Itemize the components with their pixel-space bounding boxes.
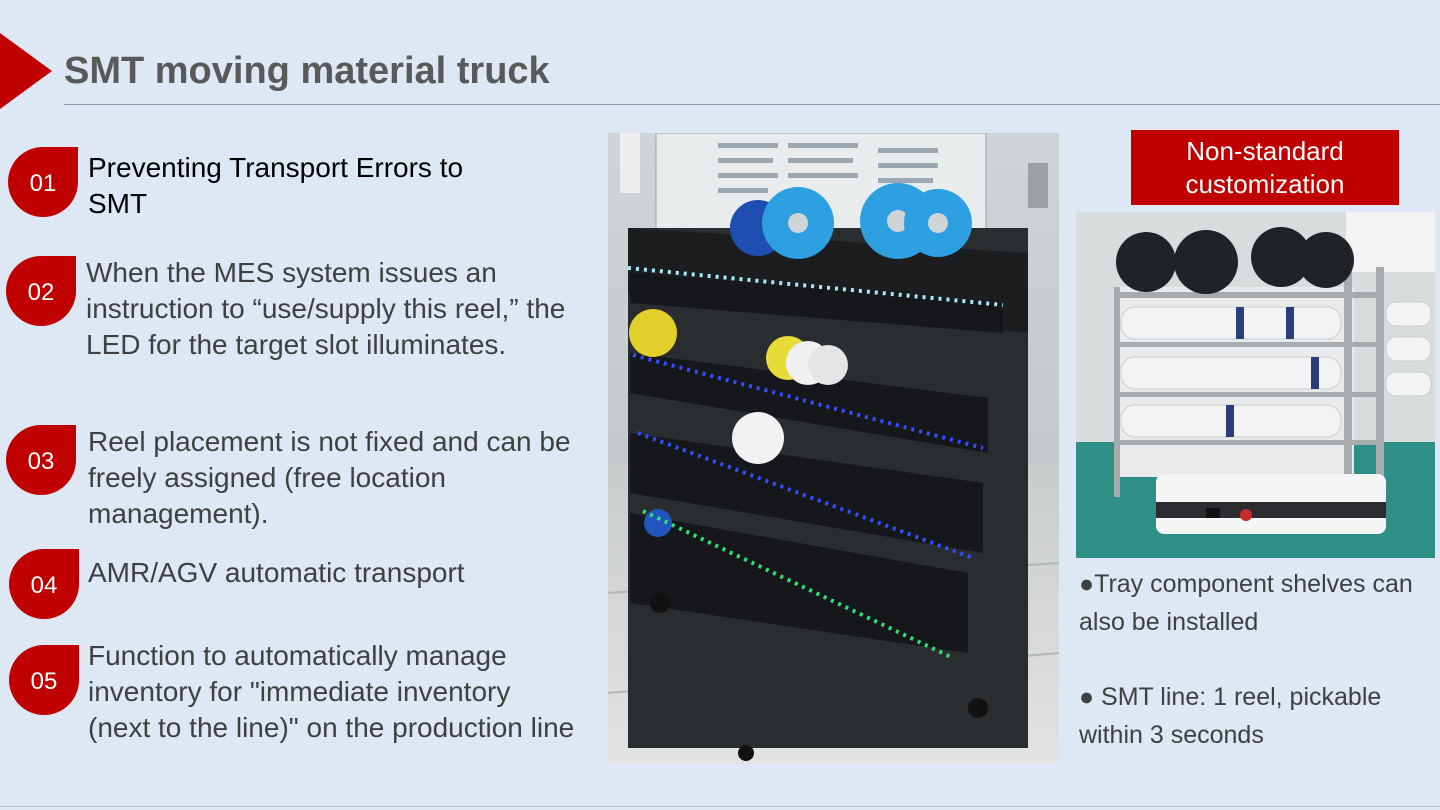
title-arrow-icon	[0, 33, 52, 109]
bottom-divider	[0, 806, 1440, 807]
amr-cart-photo	[1076, 212, 1435, 558]
item-number-badge: 04	[9, 549, 79, 619]
item-text: Reel placement is not fixed and can be f…	[88, 426, 571, 529]
title-divider	[64, 104, 1440, 105]
item-number-badge: 03	[6, 425, 76, 495]
item-text: Function to automatically manage invento…	[88, 640, 575, 743]
smt-cart-photo	[608, 133, 1059, 764]
tray-shelf-note: ●Tray component shelves can also be inst…	[1079, 570, 1413, 636]
customization-tag: Non-standard customization	[1131, 130, 1399, 205]
page-title: SMT moving material truck	[64, 50, 550, 92]
item-number-badge: 05	[9, 645, 79, 715]
item-number-badge: 01	[8, 147, 78, 217]
item-text: When the MES system issues an instructio…	[86, 257, 566, 360]
pick-time-note: ● SMT line: 1 reel, pickable within 3 se…	[1079, 683, 1382, 749]
item-text: Preventing Transport Errors to SMT	[88, 152, 464, 219]
item-number-badge: 02	[6, 256, 76, 326]
item-text: AMR/AGV automatic transport	[88, 557, 465, 588]
